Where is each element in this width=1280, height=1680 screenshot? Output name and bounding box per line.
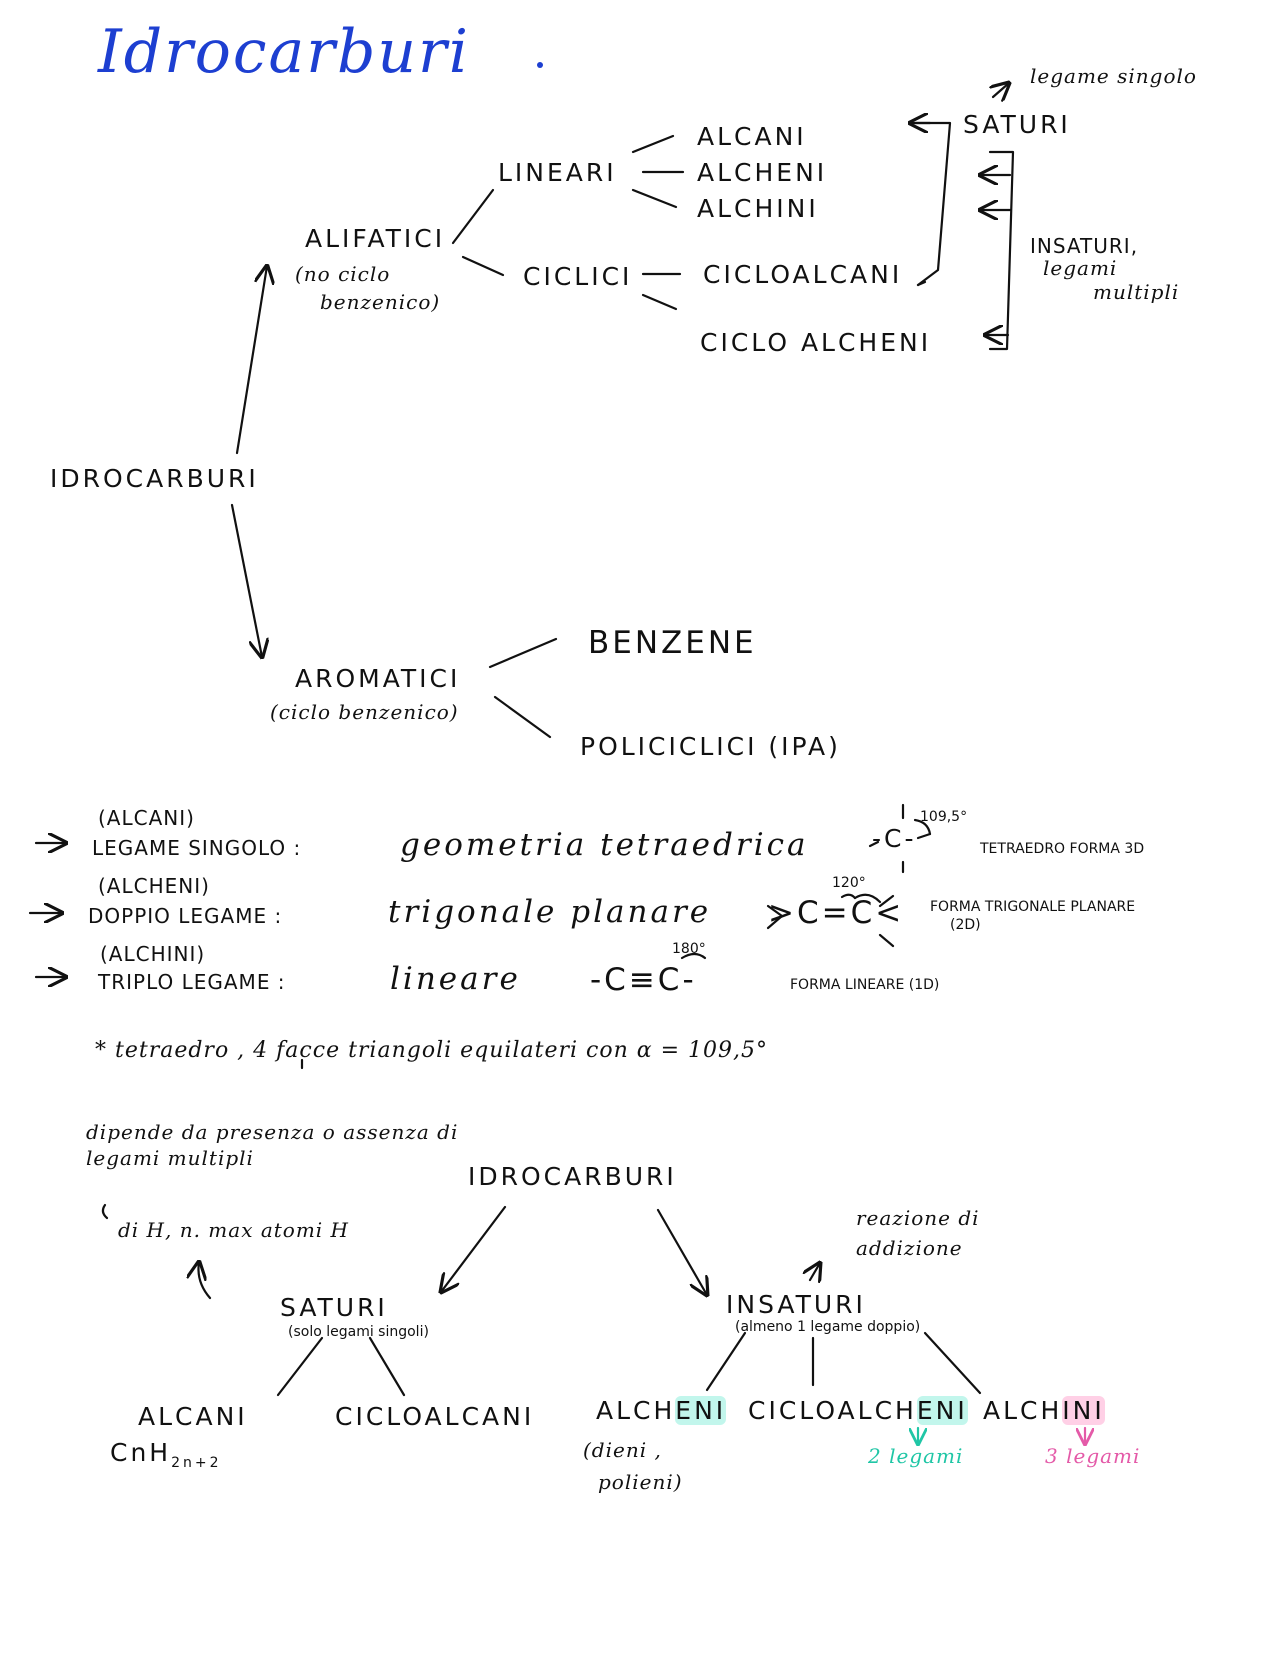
tree2-insaturi-note: (almeno 1 legame doppio) <box>735 1319 921 1335</box>
alcheni-prefix: ALCH <box>596 1396 676 1425</box>
reaction-note-line2: addizione <box>856 1236 963 1260</box>
bond-geometry: lineare <box>390 961 521 997</box>
tree2-saturi-note: (solo legami singoli) <box>288 1324 429 1340</box>
bond-shape: TETRAEDRO FORMA 3D <box>980 841 1145 857</box>
bond-label: LEGAME SINGOLO : <box>92 836 302 860</box>
bond-angle: 180° <box>672 941 706 957</box>
tree2-saturi-node: SATURI <box>280 1293 388 1322</box>
bond-geometry: geometria tetraedrica <box>400 827 809 863</box>
cicloalcheni-prefix: CICLOALCH <box>748 1396 917 1425</box>
bond-label: TRIPLO LEGAME : <box>98 970 286 994</box>
bond-group: (ALCHENI) <box>98 874 210 898</box>
saturi-note: legame singolo <box>1030 64 1197 88</box>
alcheni-node: ALCHENI <box>697 158 828 187</box>
alcheni-highlight: ENI <box>675 1396 727 1425</box>
dependency-note-line2: legami multipli <box>86 1146 254 1170</box>
cicloalcani-node: CICLOALCANI <box>703 260 903 289</box>
formula-subscript: 2n+2 <box>171 1455 222 1471</box>
tree2-alcani-node: ALCANI <box>138 1402 248 1431</box>
bond-formula: -C≡C- <box>590 962 697 998</box>
root-node: IDROCARBURI <box>50 464 259 493</box>
bond-angle: 109,5° <box>920 809 968 825</box>
bond-shape: FORMA TRIGONALE PLANARE <box>930 899 1136 915</box>
alcani-node: ALCANI <box>697 122 807 151</box>
bond-formula: -C- <box>872 824 917 853</box>
saturi-label: SATURI <box>963 110 1071 139</box>
tree2-root-node: IDROCARBURI <box>468 1162 677 1191</box>
three-bonds-note: 3 legami <box>1045 1444 1141 1468</box>
insaturi-label: INSATURI, <box>1030 234 1139 258</box>
alifatici-note-line2: benzenico) <box>320 290 441 314</box>
lineari-node: LINEARI <box>498 158 617 187</box>
insaturi-note-line1: legami <box>1043 256 1118 280</box>
bond-geometry: trigonale planare <box>388 894 712 930</box>
tree2-cicloalcheni-node: CICLOALCHENI <box>748 1396 968 1425</box>
reaction-note-line1: reazione di <box>856 1206 980 1230</box>
cicloalcheni-node: CICLO ALCHENI <box>700 328 932 357</box>
alchini-highlight: INI <box>1062 1396 1105 1425</box>
alifatici-node: ALIFATICI <box>305 224 446 253</box>
tree2-insaturi-node: INSATURI <box>726 1290 866 1319</box>
tree2-alcheni-node: ALCHENI <box>596 1396 727 1425</box>
tetrahedron-note: * tetraedro , 4 facce triangoli equilate… <box>95 1038 768 1063</box>
alcheni-note-line1: (dieni , <box>583 1438 662 1462</box>
hydrogen-note: di H, n. max atomi H <box>118 1218 349 1242</box>
tree2-alchini-node: ALCHINI <box>983 1396 1105 1425</box>
two-bonds-note: 2 legami <box>868 1444 964 1468</box>
bond-angle: 120° <box>832 875 866 891</box>
bond-shape: FORMA LINEARE (1D) <box>790 977 940 993</box>
alchini-node: ALCHINI <box>697 194 819 223</box>
ciclici-node: CICLICI <box>523 262 633 291</box>
bond-shape-dim: (2D) <box>950 917 981 933</box>
insaturi-note-line2: multipli <box>1093 280 1180 304</box>
tree2-cicloalcani-node: CICLOALCANI <box>335 1402 535 1431</box>
bond-formula: >C=C< <box>768 895 905 931</box>
benzene-node: BENZENE <box>588 625 757 661</box>
aromatici-note: (ciclo benzenico) <box>270 700 459 724</box>
bond-group: (ALCANI) <box>98 806 195 830</box>
alcheni-note-line2: polieni) <box>598 1470 683 1494</box>
alifatici-note-line1: (no ciclo <box>295 262 391 286</box>
bond-label: DOPPIO LEGAME : <box>88 904 283 928</box>
alcani-formula: CnH2n+2 <box>110 1440 222 1470</box>
page-title: Idrocarburi <box>98 17 470 87</box>
dependency-note-line1: dipende da presenza o assenza di <box>86 1120 459 1144</box>
bond-group: (ALCHINI) <box>100 942 206 966</box>
formula-base: CnH <box>110 1438 172 1467</box>
alchini-prefix: ALCH <box>983 1396 1063 1425</box>
policiclici-node: POLICICLICI (IPA) <box>580 732 841 761</box>
aromatici-node: AROMATICI <box>295 664 461 693</box>
cicloalcheni-highlight: ENI <box>916 1396 968 1425</box>
